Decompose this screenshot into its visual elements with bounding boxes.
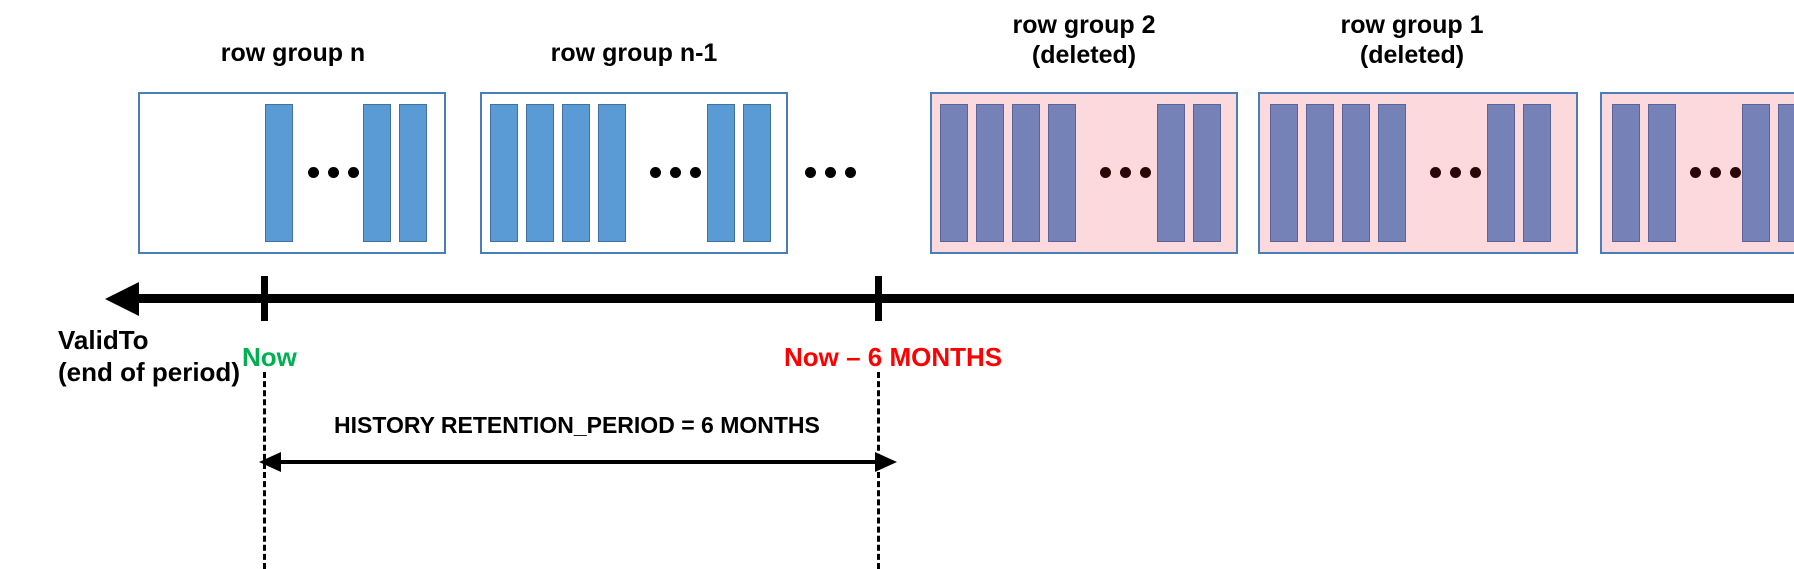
column-bar [598,104,626,242]
column-bar [707,104,735,242]
column-bar-deleted [1612,104,1640,242]
column-bar-deleted [1012,104,1040,242]
tick-now [261,276,268,321]
column-bar-deleted [1523,104,1551,242]
column-bar-deleted [1306,104,1334,242]
column-bar [363,104,391,242]
row-group-1-ellipsis [1430,167,1481,178]
retention-arrowhead-right [875,452,897,472]
column-bar [265,104,293,242]
column-bar-deleted [1648,104,1676,242]
column-bar [743,104,771,242]
axis-label-validto: ValidTo (end of period) [58,325,240,387]
column-bar-deleted [1342,104,1370,242]
column-bar-deleted [1270,104,1298,242]
timeline-axis [137,294,1794,303]
row-group-1-ellipsis-continued [1690,167,1741,178]
column-bar-deleted [1742,104,1770,242]
row-group-n-1-ellipsis [650,167,701,178]
row-group-2-title: row group 2 (deleted) [1012,11,1156,69]
column-bar-deleted [976,104,1004,242]
retention-arrowhead-left [259,452,281,472]
column-bar-deleted [1487,104,1515,242]
marker-label-now: Now [242,342,297,372]
tick-now-minus-6-months [875,276,882,321]
column-bar [562,104,590,242]
column-bar-deleted [1048,104,1076,242]
column-bar [490,104,518,242]
column-bar [399,104,427,242]
column-bar-deleted [1378,104,1406,242]
retention-measure-line [275,460,885,464]
between-groups-ellipsis [805,167,856,178]
row-group-n-1-title: row group n-1 [550,39,718,67]
row-group-n-title: row group n [220,39,366,67]
row-group-n-ellipsis [308,167,359,178]
row-group-1-title: row group 1 (deleted) [1340,11,1484,69]
row-group-2-ellipsis [1100,167,1151,178]
column-bar-deleted [940,104,968,242]
column-bar-deleted [1778,104,1794,242]
marker-label-now-minus-6-months: Now – 6 MONTHS [784,342,1003,372]
column-bar [526,104,554,242]
column-bar-deleted [1193,104,1221,242]
timeline-arrowhead-left [105,282,139,316]
retention-period-label: HISTORY RETENTION_PERIOD = 6 MONTHS [334,412,820,438]
column-bar-deleted [1157,104,1185,242]
